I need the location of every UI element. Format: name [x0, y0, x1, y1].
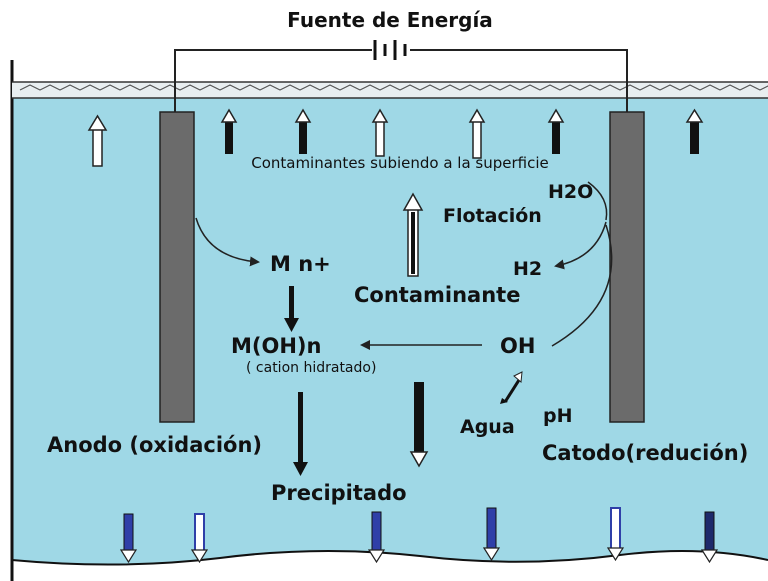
rising-arrow: [87, 114, 108, 167]
power-circuit: Fuente de Energía: [174, 8, 628, 112]
tank-bottom-edge: [11, 549, 768, 566]
rising-arrow: [547, 108, 565, 154]
cathode-label: Catodo(redución): [542, 441, 748, 465]
h2o-label: H2O: [548, 181, 593, 203]
anode-to-ion-arrow: [195, 217, 260, 267]
settling-arrows: [119, 507, 719, 564]
anode-label: Anodo (oxidación): [47, 433, 262, 457]
battery-icon: [373, 40, 407, 60]
ph-label: pH: [543, 405, 573, 427]
anode-electrode: [159, 111, 195, 423]
cathode-electrode: [609, 111, 645, 423]
settling-arrow: [367, 511, 386, 564]
cathode-to-oh-arrow: [551, 224, 613, 347]
settling-arrow: [190, 513, 209, 564]
surface-foam-layer: [12, 81, 768, 99]
rising-arrow: [371, 108, 389, 157]
water-dissociation-arrow: [500, 371, 523, 404]
hydroxide-complex-label: M(OH)n: [231, 334, 321, 358]
ion-to-hydroxide-arrow: [284, 286, 299, 332]
rising-arrow: [468, 108, 486, 159]
settling-arrow: [606, 507, 625, 562]
wire-cathode: [410, 49, 628, 112]
oh-label: OH: [500, 334, 535, 358]
rising-arrows: [87, 108, 704, 167]
settling-arrow: [700, 511, 719, 564]
power-source-title: Fuente de Energía: [287, 8, 493, 32]
h2o-to-cathode-curve: [587, 181, 608, 221]
wire-anode: [174, 49, 372, 112]
h2-label: H2: [513, 258, 542, 280]
settling-arrow: [482, 507, 501, 562]
metal-ion-label: M n+: [270, 252, 331, 276]
settling-arrow: [119, 513, 138, 564]
sinking-arrow: [409, 382, 429, 468]
cathode-to-h2-arrow: [554, 221, 607, 270]
water-tank: [10, 60, 768, 581]
flotation-label: Flotación: [443, 205, 542, 227]
contaminant-label: Contaminante: [354, 283, 520, 307]
hydrated-cation-label: ( cation hidratado): [246, 360, 376, 376]
water-label: Agua: [460, 416, 515, 438]
precipitate-label: Precipitado: [271, 481, 407, 505]
rising-arrow: [220, 108, 238, 154]
precipitate-arrow: [293, 392, 308, 476]
contaminant-rising-arrow: [402, 192, 424, 277]
rising-arrow: [294, 108, 312, 154]
water-body: [12, 92, 768, 565]
rising-arrow: [685, 108, 704, 154]
contaminants-rising-label: Contaminantes subiendo a la superficie: [251, 154, 549, 172]
